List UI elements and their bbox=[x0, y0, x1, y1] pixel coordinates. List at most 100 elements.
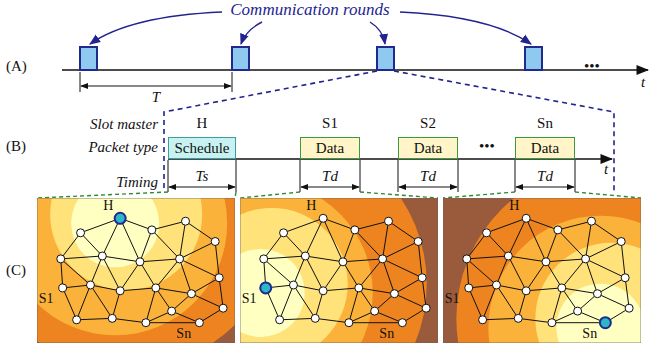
radio-link bbox=[518, 318, 552, 322]
map-frame bbox=[240, 198, 438, 343]
radio-link bbox=[383, 242, 419, 259]
radio-link bbox=[586, 242, 622, 259]
radio-link bbox=[394, 294, 426, 309]
radio-link bbox=[467, 256, 509, 259]
radio-link bbox=[61, 233, 81, 259]
duration-label: Td bbox=[537, 168, 553, 185]
radio-link bbox=[180, 242, 216, 259]
radio-link bbox=[280, 285, 294, 320]
node-label: H bbox=[509, 198, 519, 213]
radio-link bbox=[526, 262, 546, 291]
radio-link bbox=[467, 233, 487, 259]
network-node bbox=[136, 258, 144, 266]
network-node bbox=[187, 290, 195, 298]
radio-link bbox=[140, 259, 180, 262]
radio-link bbox=[526, 218, 546, 261]
network-node bbox=[148, 226, 156, 234]
network-node bbox=[116, 287, 124, 295]
radio-link bbox=[63, 288, 77, 320]
radio-link bbox=[293, 285, 315, 318]
radio-link bbox=[323, 262, 343, 291]
radio-link bbox=[140, 230, 152, 262]
signal-zone bbox=[37, 198, 235, 343]
network-node bbox=[289, 281, 297, 289]
radio-link bbox=[264, 256, 306, 259]
radio-link bbox=[191, 278, 219, 294]
ellipsis: ••• bbox=[479, 138, 495, 155]
radio-link bbox=[315, 318, 349, 322]
row-label: Timing bbox=[116, 174, 158, 191]
slot-master: H bbox=[149, 115, 255, 132]
network-node bbox=[617, 238, 625, 246]
network-node bbox=[398, 319, 406, 327]
radio-link bbox=[394, 278, 422, 294]
network-node bbox=[414, 238, 422, 246]
period-label: T bbox=[152, 89, 160, 106]
radio-link bbox=[625, 278, 629, 308]
node-label: S1 bbox=[242, 291, 257, 306]
radio-link bbox=[359, 288, 395, 294]
network-node bbox=[593, 290, 601, 298]
network-node bbox=[514, 314, 522, 322]
master-node bbox=[260, 282, 271, 293]
dimension-tick bbox=[232, 72, 233, 92]
radio-link bbox=[215, 242, 219, 278]
radio-link bbox=[90, 285, 112, 318]
network-node bbox=[582, 255, 590, 263]
network-node bbox=[142, 319, 150, 327]
round-box bbox=[377, 47, 394, 70]
network-node bbox=[492, 281, 500, 289]
network-node bbox=[98, 252, 106, 260]
radio-link bbox=[120, 218, 140, 261]
timing-dimensions bbox=[168, 160, 575, 192]
network-node bbox=[548, 319, 556, 327]
radio-link bbox=[146, 288, 156, 323]
duration-label: Td bbox=[322, 168, 338, 185]
radio-link bbox=[483, 318, 519, 319]
signal-zone bbox=[240, 198, 438, 343]
duration-label: Ts bbox=[196, 168, 209, 185]
network-node bbox=[351, 226, 359, 234]
network-map bbox=[240, 198, 438, 343]
zoom-line bbox=[37, 192, 641, 198]
radio-link bbox=[152, 230, 180, 259]
network-node bbox=[558, 284, 566, 292]
callout-arrow bbox=[400, 12, 531, 44]
radio-link bbox=[546, 230, 558, 262]
radio-link bbox=[496, 256, 508, 285]
network-node bbox=[219, 304, 227, 312]
radio-link bbox=[293, 256, 305, 285]
signal-zone bbox=[456, 198, 641, 343]
callout-title: Communication rounds bbox=[230, 1, 389, 20]
radio-link bbox=[375, 311, 403, 323]
radio-link bbox=[90, 256, 102, 285]
radio-link bbox=[90, 285, 120, 291]
packet-type: Data bbox=[414, 141, 442, 156]
map-frame bbox=[37, 198, 235, 343]
network-node bbox=[345, 319, 353, 327]
radio-link bbox=[77, 318, 113, 319]
radio-link bbox=[349, 322, 402, 323]
network-node bbox=[554, 226, 562, 234]
packet-type: Data bbox=[316, 141, 344, 156]
radio-link bbox=[146, 322, 199, 323]
radio-link bbox=[508, 256, 546, 262]
axis-label: t bbox=[641, 74, 645, 91]
network-node bbox=[465, 284, 473, 292]
network-node bbox=[355, 284, 363, 292]
round-box bbox=[525, 47, 542, 70]
node-label: H bbox=[103, 198, 113, 213]
callout-arrow bbox=[370, 22, 385, 44]
radio-link bbox=[349, 288, 359, 323]
signal-zone bbox=[535, 243, 641, 343]
network-node bbox=[73, 316, 81, 324]
signal-zone bbox=[240, 208, 348, 343]
radio-link bbox=[562, 259, 586, 288]
signal-zone bbox=[240, 249, 305, 337]
network-map bbox=[443, 198, 641, 343]
callout-arrow bbox=[90, 12, 222, 44]
slot-master: S1 bbox=[281, 115, 379, 132]
schedule-slot: HSchedule bbox=[168, 137, 236, 159]
panel-label: (B) bbox=[6, 138, 26, 155]
